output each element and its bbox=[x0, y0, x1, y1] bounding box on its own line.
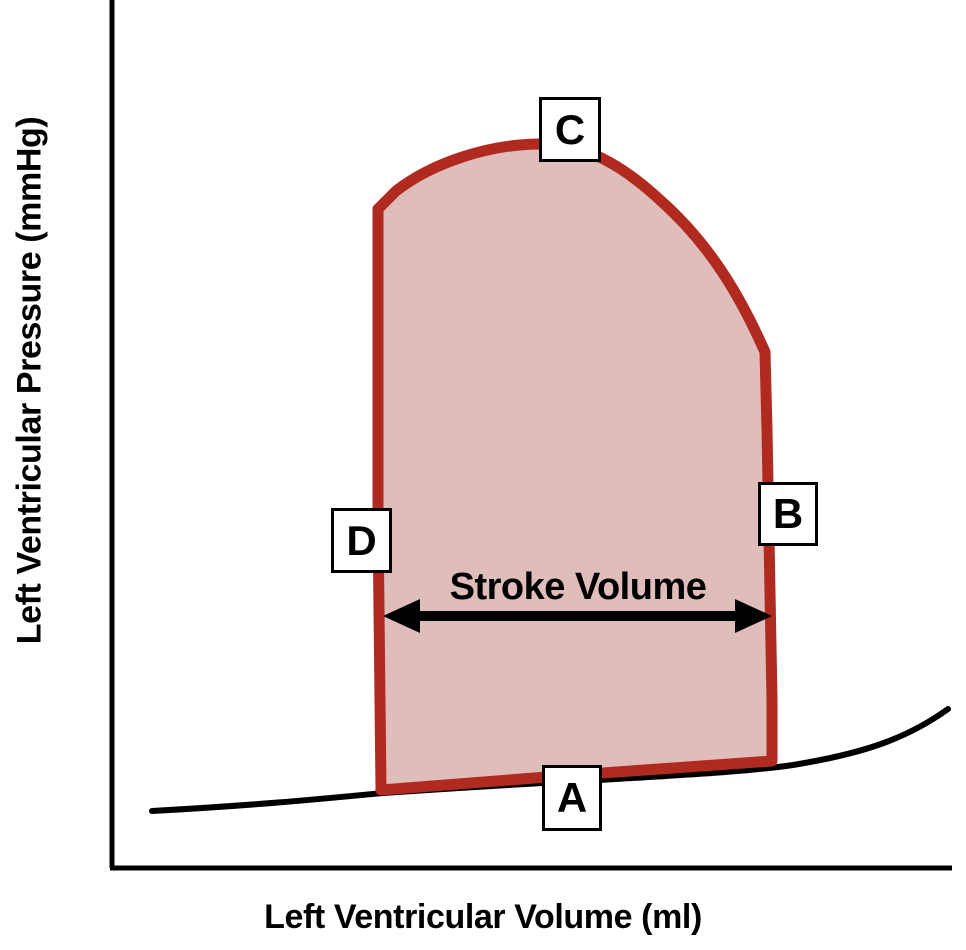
point-label-c: C bbox=[539, 97, 601, 162]
point-label-b: B bbox=[758, 482, 818, 546]
point-label-a: A bbox=[542, 765, 602, 831]
x-axis-title: Left Ventricular Volume (ml) bbox=[264, 898, 702, 936]
point-label-d: D bbox=[331, 508, 392, 573]
y-axis-title-text: Left Ventricular Pressure (mmHg) bbox=[10, 116, 49, 644]
y-axis-title: Left Ventricular Pressure (mmHg) bbox=[0, 0, 60, 760]
stroke-volume-arrow bbox=[383, 599, 772, 633]
stroke-volume-label: Stroke Volume bbox=[449, 566, 707, 608]
pv-loop-shape bbox=[372, 138, 778, 796]
